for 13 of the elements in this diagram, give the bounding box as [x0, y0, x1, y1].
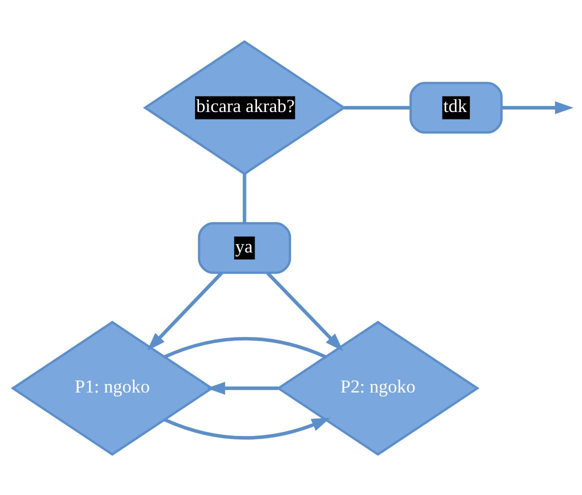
connector [344, 106, 411, 109]
node-diamond: P1: ngoko [10, 320, 214, 456]
node-diamond: bicara akrab? [142, 40, 346, 175]
node-diamond: P2: ngoko [276, 320, 480, 456]
arrow [206, 381, 278, 394]
node-box: ya [198, 222, 292, 274]
connector [164, 336, 326, 358]
arrow [147, 271, 224, 350]
arrow [502, 100, 574, 114]
node-box: tdk [410, 81, 503, 134]
connector [242, 174, 246, 223]
arrow [266, 271, 344, 351]
arrow [164, 417, 330, 440]
